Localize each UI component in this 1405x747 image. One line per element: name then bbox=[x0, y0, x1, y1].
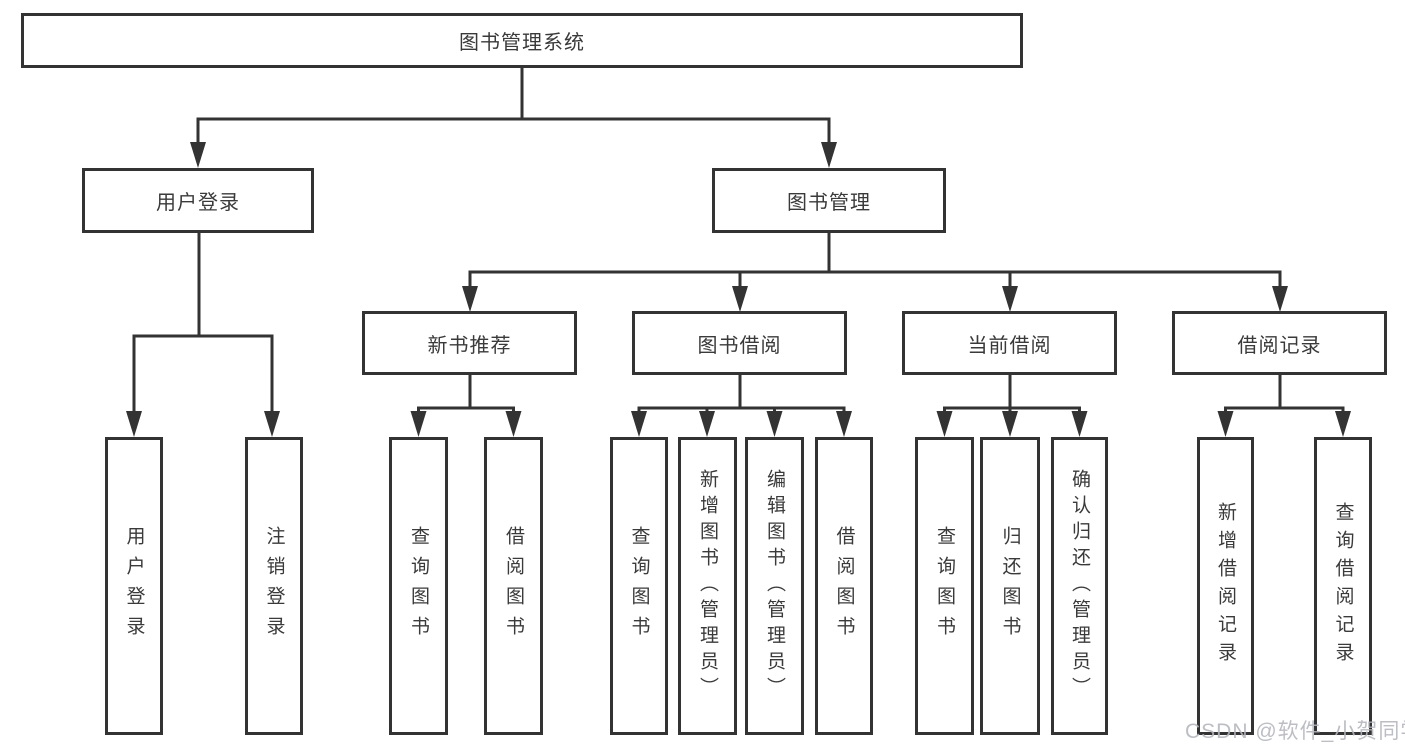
leaf-current-confirm-return-admin: 确认归还（管理员） bbox=[1051, 437, 1108, 735]
leaf-current-query-books: 查询图书 bbox=[915, 437, 974, 735]
connector-book-management-branch bbox=[462, 233, 1288, 312]
leaf-records-query-record: 查询借阅记录 bbox=[1314, 437, 1372, 735]
leaf-logout: 注销登录 bbox=[245, 437, 303, 735]
node-book-management: 图书管理 bbox=[712, 168, 946, 233]
leaf-borrowing-query-books: 查询图书 bbox=[610, 437, 668, 735]
connector-borrowing-records-branch bbox=[1217, 375, 1351, 437]
node-borrowing-records: 借阅记录 bbox=[1172, 311, 1387, 375]
leaf-user-login: 用户登录 bbox=[105, 437, 163, 735]
node-root: 图书管理系统 bbox=[21, 13, 1023, 68]
leaf-records-add-record: 新增借阅记录 bbox=[1197, 437, 1254, 735]
leaf-borrowing-borrow-books: 借阅图书 bbox=[815, 437, 873, 735]
csdn-watermark: CSDN @软件_小贺同学 bbox=[1185, 720, 1405, 743]
connector-book-borrowing-branch bbox=[631, 375, 852, 437]
connector-current-borrowing-branch bbox=[936, 375, 1088, 437]
leaf-newbook-query-books: 查询图书 bbox=[389, 437, 448, 735]
node-book-borrowing: 图书借阅 bbox=[632, 311, 847, 375]
connector-root-to-level2 bbox=[190, 68, 837, 168]
connector-user-login-branch bbox=[126, 233, 280, 437]
leaf-borrowing-add-books-admin: 新增图书（管理员） bbox=[678, 437, 737, 735]
node-user-login: 用户登录 bbox=[82, 168, 314, 233]
connector-new-book-branch bbox=[410, 375, 522, 437]
node-current-borrowing: 当前借阅 bbox=[902, 311, 1117, 375]
leaf-borrowing-edit-books-admin: 编辑图书（管理员） bbox=[745, 437, 804, 735]
node-new-book-recommendation: 新书推荐 bbox=[362, 311, 577, 375]
leaf-newbook-borrow-books: 借阅图书 bbox=[484, 437, 543, 735]
leaf-current-return-books: 归还图书 bbox=[980, 437, 1040, 735]
